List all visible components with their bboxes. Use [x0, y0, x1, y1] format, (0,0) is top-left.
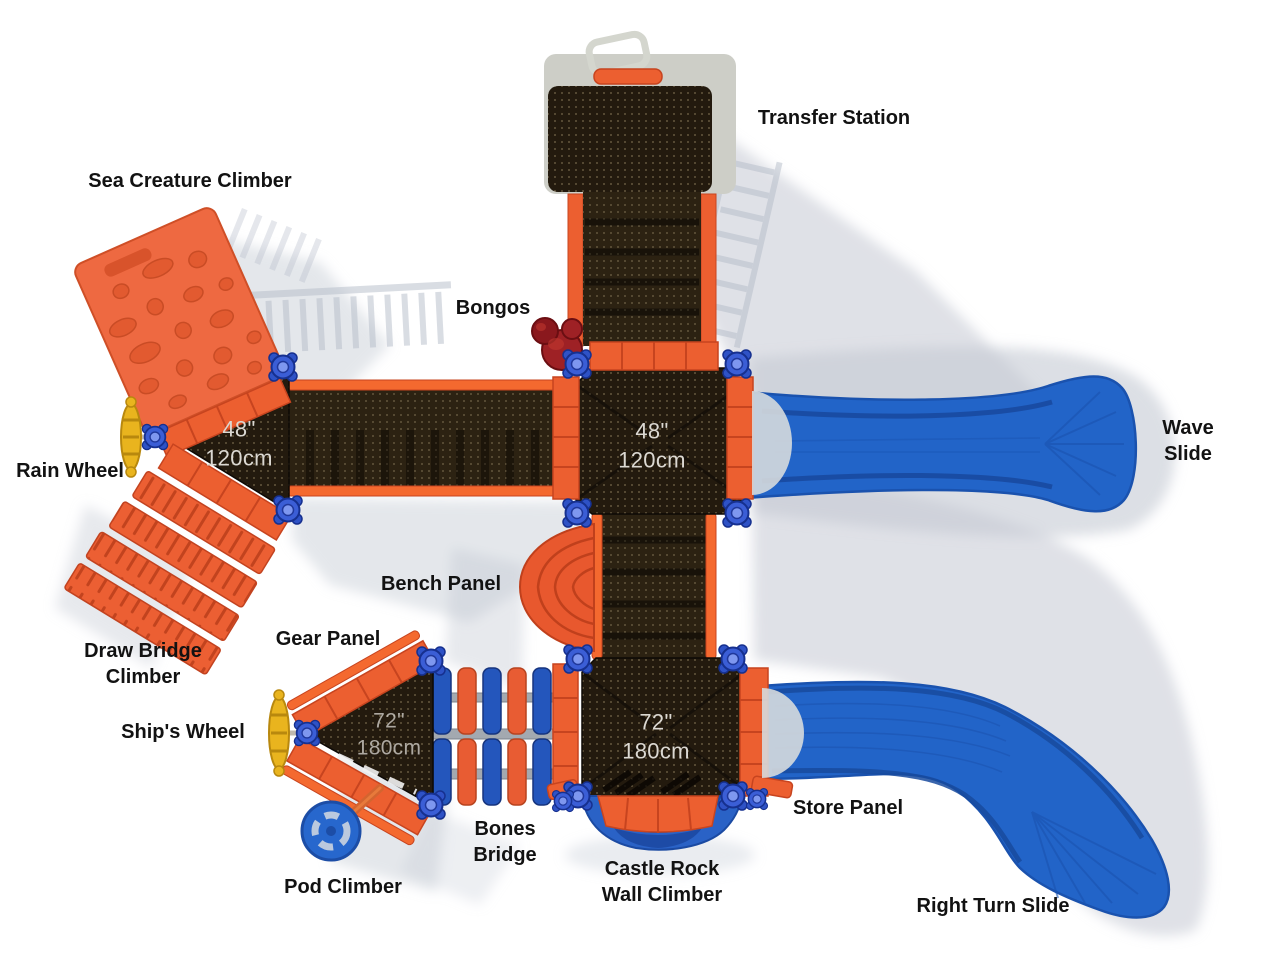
transfer-station — [544, 30, 736, 347]
turn-slide-entry-guard — [762, 688, 804, 778]
label-wave-slide: Wave Slide — [1162, 417, 1214, 465]
deck-height-lower-square: 72" 180cm — [622, 709, 690, 763]
label-bench-panel: Bench Panel — [380, 573, 502, 595]
wave-slide — [744, 375, 1138, 513]
deck-height-left-triangle: 48" 120cm — [205, 416, 273, 470]
lower-triangle-deck — [281, 630, 437, 846]
label-pod-climber: Pod Climber — [284, 876, 402, 898]
label-transfer-station: Transfer Station — [757, 107, 911, 129]
label-gear-panel: Gear Panel — [275, 628, 381, 650]
label-bongos: Bongos — [455, 297, 531, 319]
wave-slide-entry-guard — [752, 391, 792, 495]
bones-bridge — [427, 667, 557, 806]
label-castle-rock-wall-climber: Castle Rock Wall Climber — [601, 858, 723, 906]
deck-height-lower-triangle: 72" 180cm — [356, 709, 422, 760]
label-right-turn-slide: Right Turn Slide — [916, 895, 1070, 917]
bench-panel — [518, 522, 595, 653]
ships-wheel — [268, 689, 303, 777]
gear-panel — [286, 630, 437, 739]
right-turn-slide — [758, 680, 1171, 919]
sea-creature-climber — [74, 207, 292, 458]
label-bones-bridge: Bones Bridge — [473, 818, 537, 866]
draw-bridge-climber — [64, 443, 292, 675]
lower-deck — [546, 657, 804, 851]
label-ships-wheel: Ship's Wheel — [121, 721, 245, 743]
pod-climber — [300, 784, 384, 862]
rain-wheel — [120, 396, 152, 478]
label-draw-bridge-climber: Draw Bridge Climber — [84, 640, 202, 688]
deck-height-center-square: 48" 120cm — [618, 418, 686, 472]
triangle-lower-rail — [281, 737, 432, 846]
label-rain-wheel: Rain Wheel — [16, 460, 124, 482]
left-bridge — [285, 379, 579, 497]
castle-rock-wall-climber — [580, 795, 744, 851]
central-deck — [552, 341, 792, 515]
label-sea-creature-climber: Sea Creature Climber — [88, 170, 292, 192]
lower-stairs — [518, 508, 717, 661]
label-store-panel: Store Panel — [792, 797, 904, 819]
